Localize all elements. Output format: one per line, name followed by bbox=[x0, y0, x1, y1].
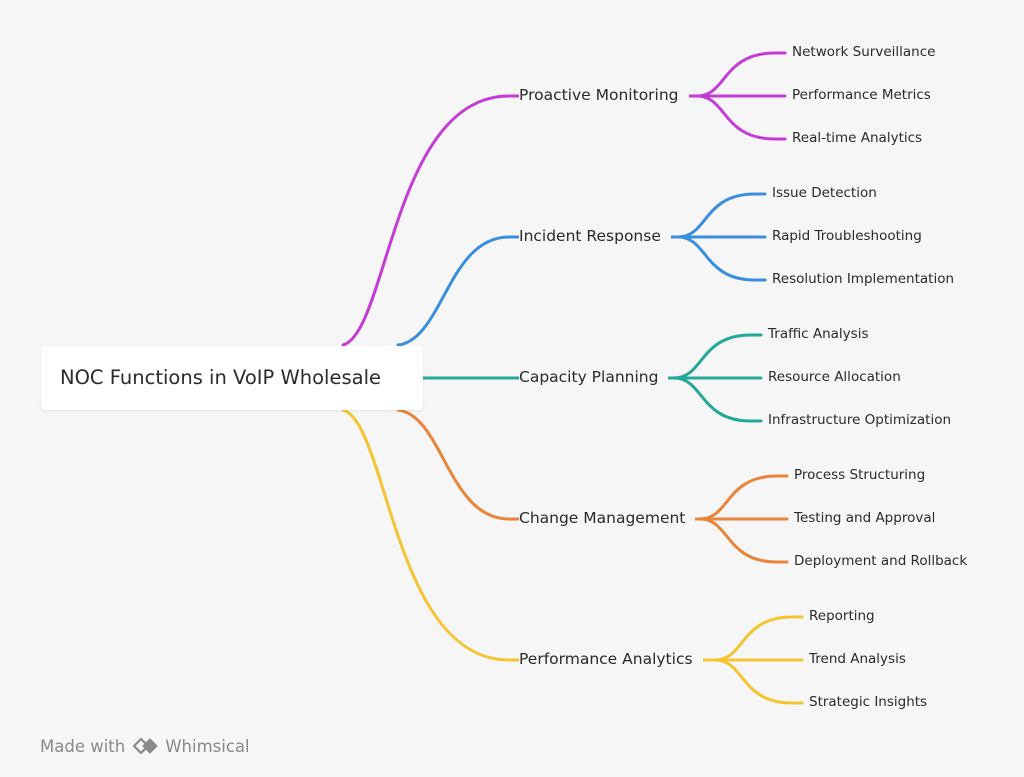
whimsical-brand-label: Whimsical bbox=[165, 736, 250, 756]
branch-node-label[interactable]: Proactive Monitoring bbox=[519, 85, 689, 105]
leaf-node-label[interactable]: Real-time Analytics bbox=[792, 130, 923, 146]
leaf-node-label[interactable]: Network Surveillance bbox=[792, 44, 936, 60]
root-node[interactable]: NOC Functions in VoIP Wholesale bbox=[41, 346, 423, 410]
leaf-node-label[interactable]: Resource Allocation bbox=[768, 369, 901, 385]
root-node-label: NOC Functions in VoIP Wholesale bbox=[60, 366, 381, 389]
whimsical-logo-icon bbox=[133, 738, 159, 754]
leaf-node-label[interactable]: Resolution Implementation bbox=[772, 271, 955, 287]
branch-connector bbox=[341, 94, 511, 347]
branch-node-label[interactable]: Incident Response bbox=[519, 226, 671, 246]
leaf-connector bbox=[698, 517, 789, 564]
leaf-node-label[interactable]: Rapid Troubleshooting bbox=[772, 228, 922, 244]
leaf-connector bbox=[713, 615, 804, 662]
leaf-node-label[interactable]: Issue Detection bbox=[772, 185, 877, 201]
made-with-label: Made with bbox=[40, 736, 126, 756]
branch-connector bbox=[341, 408, 511, 662]
leaf-connector bbox=[695, 94, 787, 141]
leaf-node-label[interactable]: Process Structuring bbox=[794, 467, 926, 483]
branch-node-label[interactable]: Capacity Planning bbox=[519, 367, 669, 387]
leaf-node-label[interactable]: Reporting bbox=[809, 608, 875, 624]
leaf-node-label[interactable]: Infrastructure Optimization bbox=[768, 412, 952, 428]
branch-node-label[interactable]: Performance Analytics bbox=[519, 649, 703, 669]
branch-connector bbox=[396, 408, 511, 521]
leaf-node-label[interactable]: Trend Analysis bbox=[809, 651, 906, 667]
leaf-connector bbox=[698, 474, 789, 521]
leaf-connector bbox=[672, 376, 763, 423]
leaf-node-label[interactable]: Traffic Analysis bbox=[768, 326, 869, 342]
leaf-connector bbox=[676, 192, 767, 239]
leaf-connector bbox=[676, 235, 767, 282]
leaf-node-label[interactable]: Deployment and Rollback bbox=[794, 553, 968, 569]
leaf-connector bbox=[695, 51, 787, 98]
leaf-connector bbox=[672, 333, 763, 380]
leaf-node-label[interactable]: Performance Metrics bbox=[792, 87, 931, 103]
branch-connector bbox=[396, 235, 511, 347]
branch-node-label[interactable]: Change Management bbox=[519, 508, 696, 528]
leaf-connector bbox=[713, 658, 804, 705]
leaf-node-label[interactable]: Strategic Insights bbox=[809, 694, 928, 710]
made-with-whimsical-footer[interactable]: Made with Whimsical bbox=[40, 735, 250, 757]
leaf-node-label[interactable]: Testing and Approval bbox=[794, 510, 936, 526]
